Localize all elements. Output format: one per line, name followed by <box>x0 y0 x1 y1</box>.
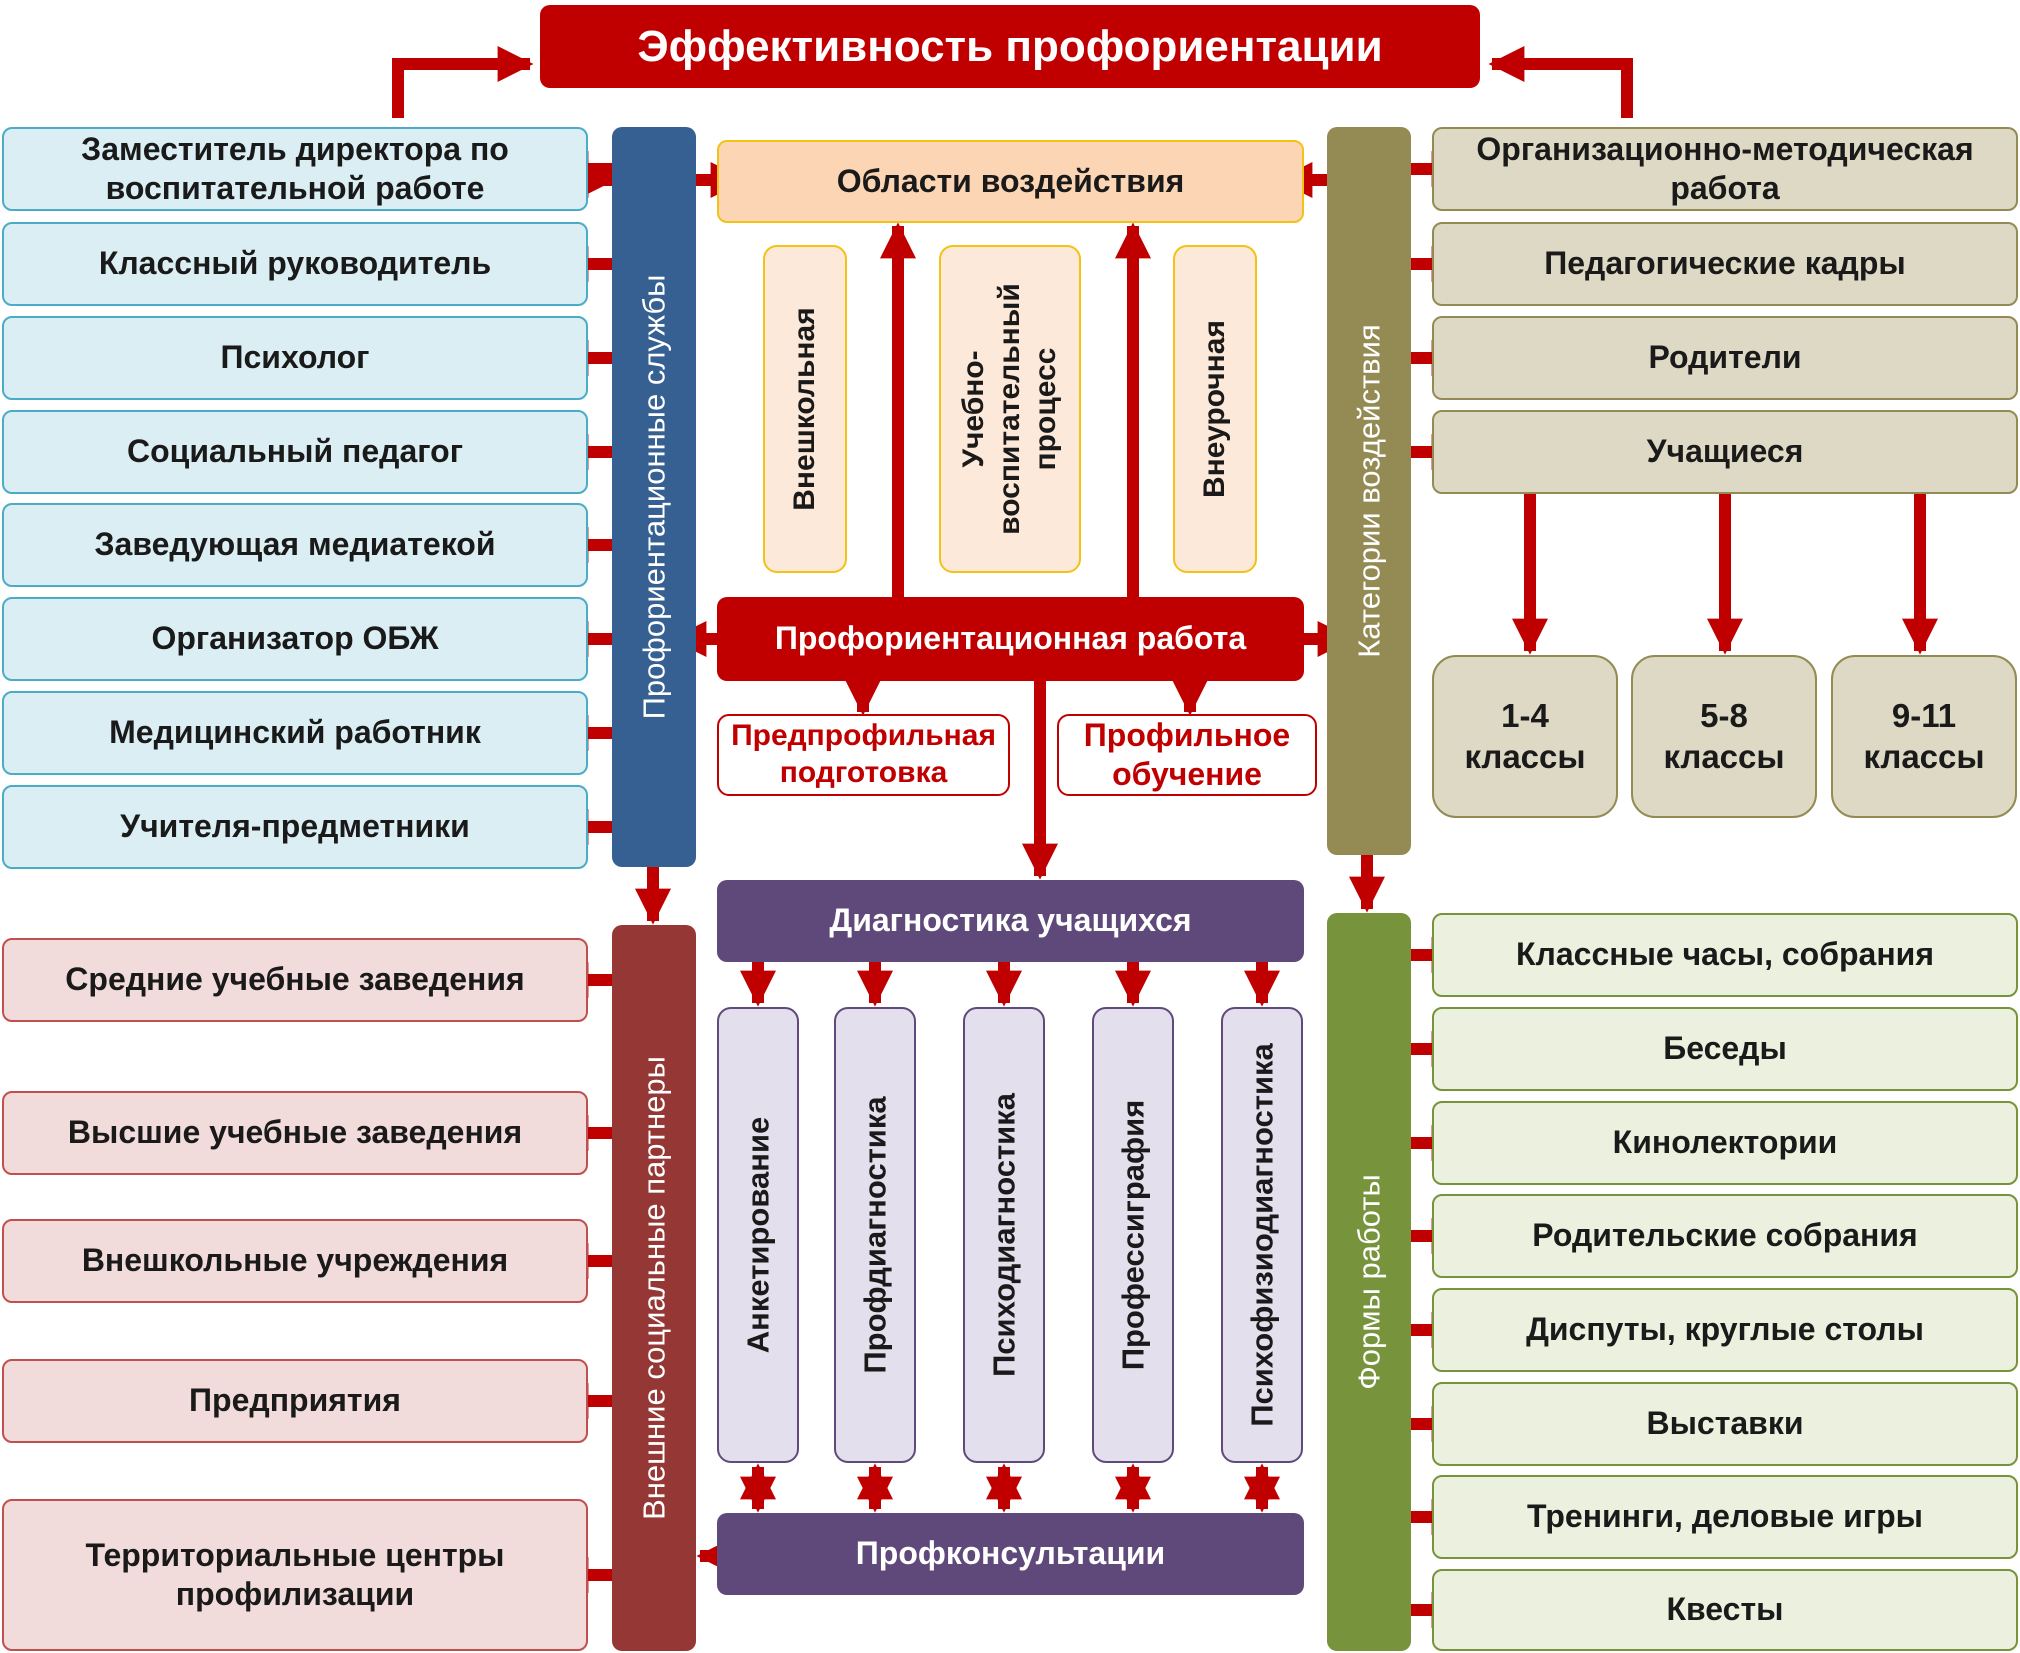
title-banner: Эффективность профориентации <box>540 5 1480 88</box>
categories-bar: Категории воздействия <box>1327 127 1411 855</box>
service-item: Заведующая медиатекой <box>2 503 588 587</box>
form-item: Кинолектории <box>1432 1101 2018 1185</box>
service-item: Организатор ОБЖ <box>2 597 588 681</box>
partner-item: Внешкольные учреждения <box>2 1219 588 1303</box>
social-partners-bar: Внешние социальные партнеры <box>612 925 696 1651</box>
form-item: Выставки <box>1432 1382 2018 1466</box>
service-item: Медицинский работник <box>2 691 588 775</box>
partner-item: Высшие учебные заведения <box>2 1091 588 1175</box>
category-item: Организационно-методическая работа <box>1432 127 2018 211</box>
loop-arrow-right <box>1488 46 1633 118</box>
partner-item: Территориальные центры профилизации <box>2 1499 588 1651</box>
grade-box: 1-4 классы <box>1432 655 1618 818</box>
partner-item: Предприятия <box>2 1359 588 1443</box>
form-item: Тренинги, деловые игры <box>1432 1475 2018 1559</box>
forms-label: Формы работы <box>1351 1174 1387 1390</box>
forms-bar: Формы работы <box>1327 913 1411 1651</box>
area-item: Учебно-воспитательный процесс <box>939 245 1081 573</box>
areas-title: Области воздействия <box>836 162 1185 199</box>
diagnostic-item: Психофизиодиагностика <box>1221 1007 1303 1463</box>
consultations-box: Профконсультации <box>717 1513 1304 1595</box>
work-box: Профориентационная работа <box>717 597 1304 681</box>
diagnostics-title: Диагностика учащихся <box>829 902 1192 939</box>
service-item: Заместитель директора по воспитательной … <box>2 127 588 211</box>
loop-arrow-left <box>392 46 534 118</box>
category-item: Учащиеся <box>1432 410 2018 494</box>
grade-box: 5-8 классы <box>1631 655 1817 818</box>
form-item: Классные часы, собрания <box>1432 913 2018 997</box>
profile-box: Профильное обучение <box>1057 714 1317 796</box>
prof-services-bar: Профориентационные службы <box>612 127 696 867</box>
form-item: Диспуты, круглые столы <box>1432 1288 2018 1372</box>
diagnostic-item: Психодиагностика <box>963 1007 1045 1463</box>
category-item: Педагогические кадры <box>1432 222 2018 306</box>
area-item: Внешкольная <box>763 245 847 573</box>
social-partners-label: Внешние социальные партнеры <box>636 1056 672 1520</box>
categories-label: Категории воздействия <box>1351 324 1387 658</box>
consultations-title: Профконсультации <box>855 1535 1166 1572</box>
page-title: Эффективность профориентации <box>637 21 1383 71</box>
service-item: Социальный педагог <box>2 410 588 494</box>
area-item: Внеурочная <box>1173 245 1257 573</box>
diagnostics-box: Диагностика учащихся <box>717 880 1304 962</box>
diagnostic-item: Профессиграфия <box>1092 1007 1174 1463</box>
category-item: Родители <box>1432 316 2018 400</box>
service-item: Классный руководитель <box>2 222 588 306</box>
form-item: Родительские собрания <box>1432 1194 2018 1278</box>
partner-item: Средние учебные заведения <box>2 938 588 1022</box>
form-item: Квесты <box>1432 1569 2018 1651</box>
prof-services-label: Профориентационные службы <box>636 274 672 720</box>
form-item: Беседы <box>1432 1007 2018 1091</box>
service-item: Учителя-предметники <box>2 785 588 869</box>
diagnostic-item: Анкетирование <box>717 1007 799 1463</box>
work-title: Профориентационная работа <box>774 620 1247 657</box>
grade-box: 9-11 классы <box>1831 655 2017 818</box>
diagnostic-item: Профдиагностика <box>834 1007 916 1463</box>
preprofile-box: Предпрофильная подготовка <box>717 714 1010 796</box>
service-item: Психолог <box>2 316 588 400</box>
areas-title-box: Области воздействия <box>717 140 1304 223</box>
